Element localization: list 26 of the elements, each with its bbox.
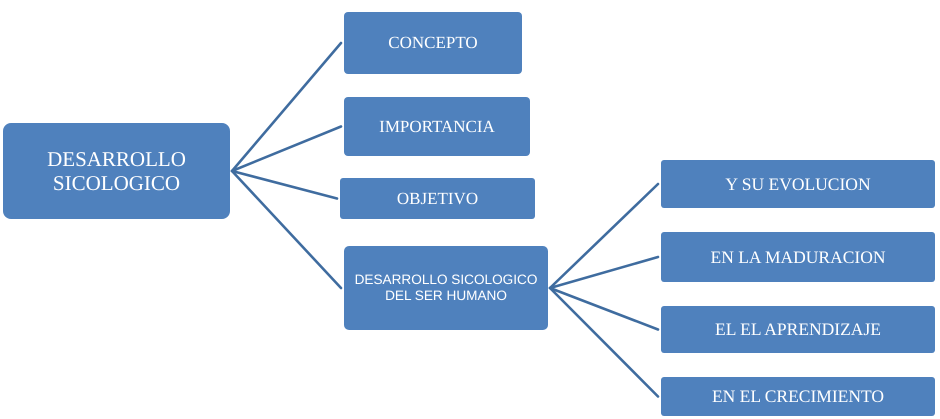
process-box	[661, 306, 935, 353]
process-box	[344, 97, 530, 156]
node-label: EN EL CRECIMIENTO	[712, 386, 884, 407]
process-box	[344, 246, 548, 330]
connector-line	[548, 286, 660, 398]
connector-line	[230, 125, 342, 172]
connector-line	[548, 286, 660, 331]
connector-line	[548, 182, 660, 290]
connector-line	[230, 170, 338, 200]
node-label: EN LA MADURACION	[710, 246, 886, 268]
process-box	[340, 178, 535, 219]
process-box	[661, 160, 935, 208]
node-label: Y SU EVOLUCION	[725, 174, 871, 194]
node-label: DESARROLLO SICOLOGICO	[46, 146, 187, 196]
node-label: DESARROLLO SICOLOGICO DEL SER HUMANO	[354, 272, 538, 304]
node-label: IMPORTANCIA	[379, 116, 495, 136]
connector-line	[230, 170, 342, 290]
connector-line	[230, 42, 342, 172]
node-label: CONCEPTO	[388, 33, 478, 53]
process-box	[3, 123, 230, 219]
node-label: EL EL APRENDIZAJE	[715, 319, 881, 340]
process-box	[661, 232, 935, 282]
process-box	[344, 12, 522, 74]
connector-line	[548, 256, 660, 290]
process-box	[661, 377, 935, 416]
node-label: OBJETIVO	[396, 188, 478, 208]
